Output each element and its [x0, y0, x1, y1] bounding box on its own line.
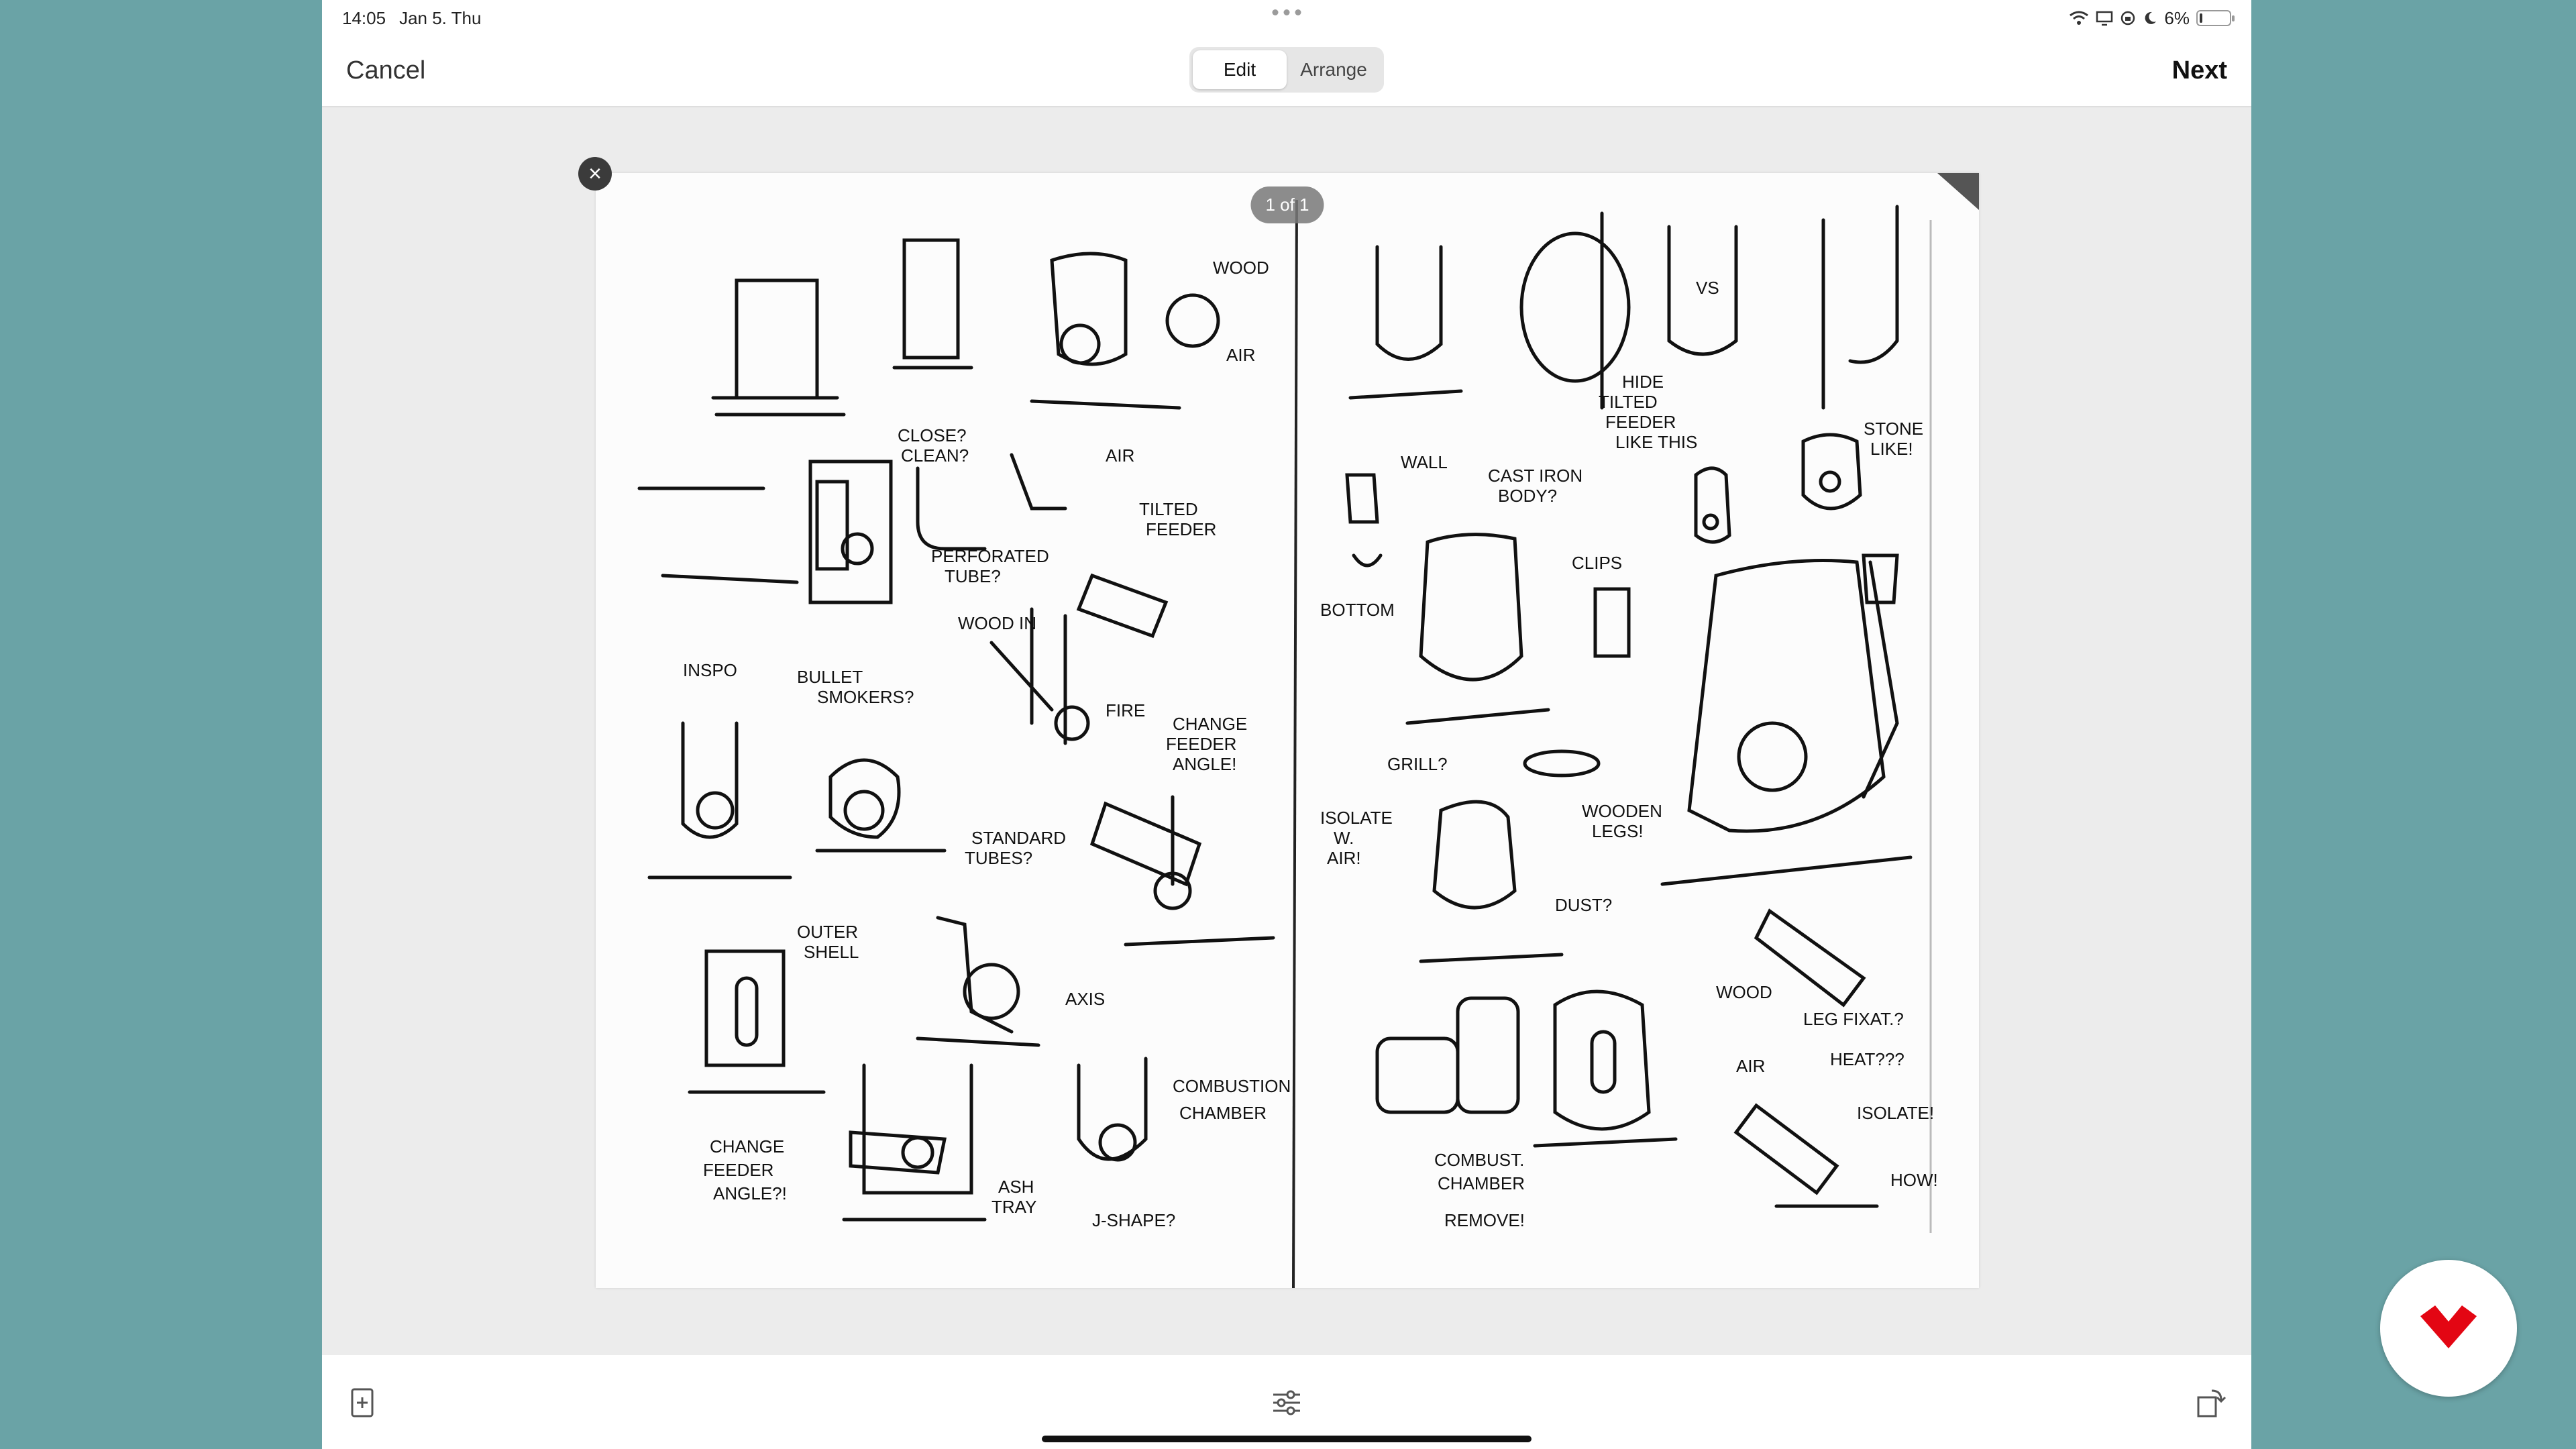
svg-text:AIR: AIR	[1226, 345, 1255, 365]
svg-text:FEEDER: FEEDER	[703, 1160, 773, 1180]
scanned-sketch-page[interactable]: WOOD AIR CLOSE? CLEAN? AIR TILTED FEEDER…	[596, 173, 1979, 1288]
tab-arrange[interactable]: Arrange	[1300, 59, 1367, 80]
svg-text:STANDARD: STANDARD	[971, 828, 1066, 848]
svg-text:TUBE?: TUBE?	[945, 566, 1001, 586]
svg-text:CAST IRON: CAST IRON	[1488, 466, 1582, 486]
svg-text:CHANGE: CHANGE	[710, 1136, 784, 1157]
svg-text:FEEDER: FEEDER	[1166, 734, 1236, 754]
svg-text:CLOSE?: CLOSE?	[898, 425, 967, 445]
svg-text:ANGLE?!: ANGLE?!	[713, 1183, 787, 1203]
svg-text:AIR: AIR	[1736, 1056, 1765, 1076]
ipad-screen: 14:05 Jan 5. Thu 6%	[322, 0, 2251, 1449]
svg-text:PERFORATED: PERFORATED	[931, 546, 1049, 566]
status-time: 14:05	[342, 7, 386, 28]
status-right: 6%	[2069, 7, 2235, 29]
moon-icon	[2145, 11, 2157, 24]
edit-arrange-segmented-control: Edit Arrange	[1189, 47, 1384, 93]
svg-text:CHANGE: CHANGE	[1173, 714, 1247, 734]
svg-text:LIKE THIS: LIKE THIS	[1615, 432, 1697, 452]
svg-text:INSPO: INSPO	[683, 660, 737, 680]
battery-icon	[2196, 10, 2235, 26]
svg-text:AXIS: AXIS	[1065, 989, 1105, 1009]
svg-text:BODY?: BODY?	[1498, 486, 1557, 506]
svg-text:OUTER: OUTER	[797, 922, 858, 942]
svg-text:CLIPS: CLIPS	[1572, 553, 1622, 573]
page-indicator: 1 of 1	[1250, 186, 1324, 223]
navigation-bar: Cancel Edit Arrange Next	[322, 36, 2251, 107]
svg-text:LEGS!: LEGS!	[1592, 821, 1644, 841]
svg-text:FEEDER: FEEDER	[1605, 412, 1676, 432]
svg-text:LIKE!: LIKE!	[1870, 439, 1913, 459]
svg-text:TILTED: TILTED	[1599, 392, 1658, 412]
next-button[interactable]: Next	[2171, 56, 2227, 85]
add-page-icon[interactable]	[346, 1385, 380, 1421]
brand-logo	[2380, 1260, 2517, 1397]
svg-text:BULLET: BULLET	[797, 667, 863, 687]
svg-text:COMBUSTION: COMBUSTION	[1173, 1076, 1291, 1096]
svg-text:SHELL: SHELL	[804, 942, 859, 962]
sliders-icon[interactable]	[1270, 1385, 1303, 1421]
battery-percent: 6%	[2164, 7, 2190, 28]
svg-text:WOOD: WOOD	[1716, 982, 1772, 1002]
svg-text:COMBUST.: COMBUST.	[1434, 1150, 1524, 1170]
wifi-icon	[2070, 11, 2089, 25]
svg-text:WOODEN: WOODEN	[1582, 801, 1662, 821]
svg-text:STONE: STONE	[1864, 419, 1923, 439]
status-bar: 14:05 Jan 5. Thu 6%	[322, 0, 2251, 36]
svg-text:SMOKERS?: SMOKERS?	[817, 687, 914, 707]
svg-text:WOOD IN: WOOD IN	[958, 613, 1036, 633]
svg-text:VS: VS	[1696, 278, 1719, 298]
svg-text:TUBES?: TUBES?	[965, 848, 1032, 868]
svg-text:J-SHAPE?: J-SHAPE?	[1092, 1210, 1175, 1230]
svg-text:AIR!: AIR!	[1327, 848, 1361, 868]
svg-text:CLEAN?: CLEAN?	[901, 445, 969, 466]
svg-text:ANGLE!: ANGLE!	[1173, 754, 1236, 774]
svg-text:GRILL?: GRILL?	[1387, 754, 1448, 774]
svg-text:ISOLATE: ISOLATE	[1320, 808, 1393, 828]
home-indicator[interactable]	[1042, 1436, 1532, 1442]
svg-text:HIDE: HIDE	[1622, 372, 1664, 392]
cancel-button[interactable]: Cancel	[346, 56, 426, 85]
svg-text:TRAY: TRAY	[991, 1197, 1036, 1217]
svg-text:HEAT???: HEAT???	[1830, 1049, 1904, 1069]
svg-text:WOOD: WOOD	[1213, 258, 1269, 278]
rotate-icon[interactable]	[2194, 1385, 2227, 1421]
document-canvas: WOOD AIR CLOSE? CLEAN? AIR TILTED FEEDER…	[322, 107, 2251, 1355]
svg-text:BOTTOM: BOTTOM	[1320, 600, 1395, 620]
svg-text:HOW!: HOW!	[1890, 1170, 1938, 1190]
svg-text:W.: W.	[1334, 828, 1354, 848]
sketch-drawing: WOOD AIR CLOSE? CLEAN? AIR TILTED FEEDER…	[637, 173, 1979, 1288]
status-left: 14:05 Jan 5. Thu	[342, 8, 481, 29]
svg-text:TILTED: TILTED	[1139, 499, 1198, 519]
svg-text:LEG FIXAT.?: LEG FIXAT.?	[1803, 1009, 1904, 1029]
status-date: Jan 5. Thu	[399, 7, 482, 28]
svg-text:CHAMBER: CHAMBER	[1438, 1173, 1525, 1193]
screen-mirror-icon	[2096, 11, 2113, 26]
svg-text:WALL: WALL	[1401, 452, 1448, 472]
svg-text:DUST?: DUST?	[1555, 895, 1612, 915]
multitasking-dots-icon[interactable]	[1272, 9, 1301, 15]
bottom-toolbar	[322, 1355, 2251, 1449]
close-icon[interactable]: ×	[578, 157, 612, 191]
svg-text:FEEDER: FEEDER	[1146, 519, 1216, 539]
svg-text:REMOVE!: REMOVE!	[1444, 1210, 1525, 1230]
tab-edit[interactable]: Edit	[1193, 50, 1287, 89]
svg-text:ISOLATE!: ISOLATE!	[1857, 1103, 1934, 1123]
svg-text:CHAMBER: CHAMBER	[1179, 1103, 1267, 1123]
lock-rotation-icon	[2121, 11, 2135, 25]
svg-text:AIR: AIR	[1106, 445, 1134, 466]
svg-text:FIRE: FIRE	[1106, 700, 1145, 720]
svg-text:ASH: ASH	[998, 1177, 1034, 1197]
